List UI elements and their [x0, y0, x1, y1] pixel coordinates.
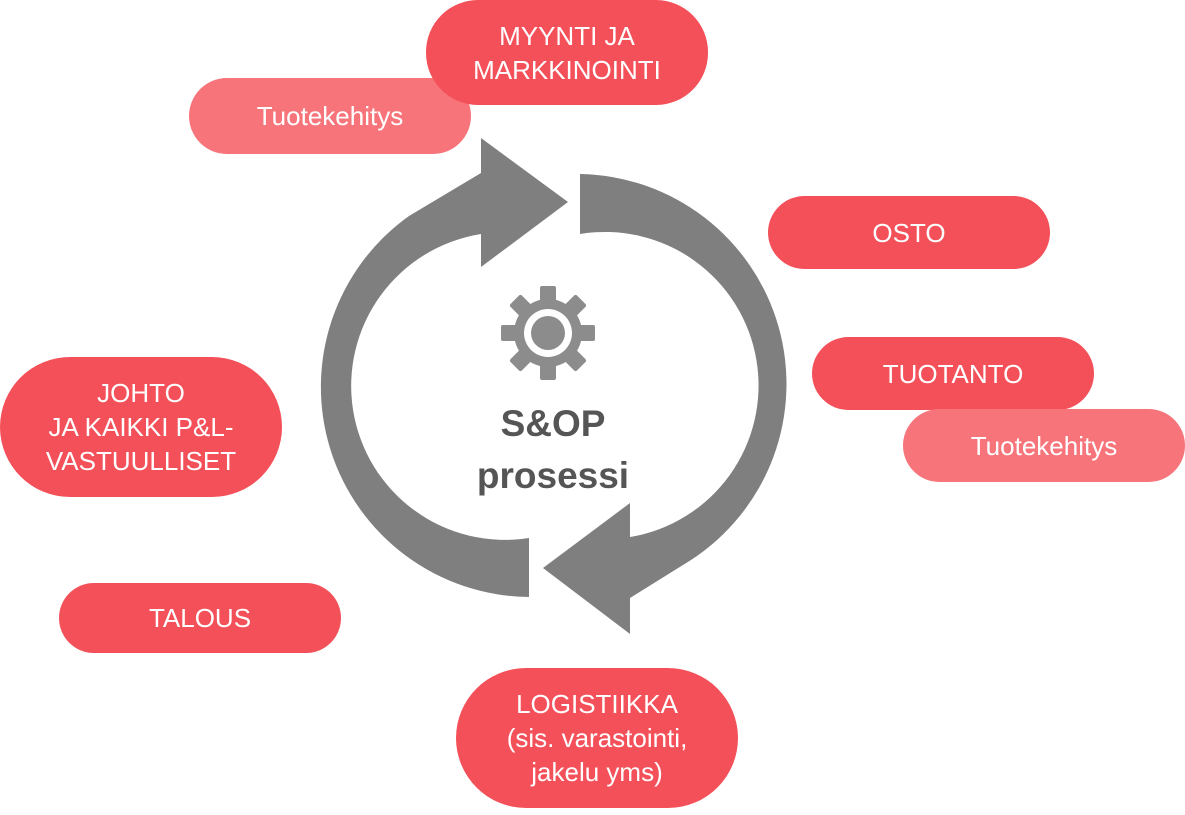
stakeholder-label: Tuotekehitys — [256, 101, 404, 131]
center-title-line1: S&OP — [500, 403, 606, 444]
stakeholder-label: Tuotekehitys — [970, 430, 1118, 461]
stakeholder-myynti-ja-markkinointi: MYYNTI JA MARKKINOINTI — [426, 0, 708, 105]
stakeholder-talous: TALOUS — [59, 583, 341, 653]
stakeholder-label: JA KAIKKI P&L- — [48, 412, 234, 442]
center-title: S&OP prosessi — [443, 398, 663, 502]
lower-right-cycle-arrow — [543, 174, 787, 634]
stakeholder-osto: OSTO — [768, 196, 1050, 269]
stakeholder-label: MARKKINOINTI — [473, 54, 661, 85]
stakeholder-logistiikka: LOGISTIIKKA (sis. varastointi, jakelu ym… — [456, 668, 738, 808]
stakeholder-label: VASTUULLISET — [45, 446, 237, 476]
stakeholder-tuotekehitys-left: Tuotekehitys — [189, 78, 471, 154]
gear-icon — [501, 286, 595, 380]
stakeholder-label: (sis. varastointi, — [506, 723, 688, 753]
stakeholder-label: OSTO — [872, 217, 946, 248]
upper-left-cycle-arrow — [320, 138, 568, 597]
stakeholder-tuotekehitys-right: Tuotekehitys — [903, 409, 1185, 482]
stakeholder-label: jakelu yms) — [531, 757, 663, 787]
stakeholder-johto: JOHTO JA KAIKKI P&L- VASTUULLISET — [0, 357, 282, 497]
stakeholder-label: JOHTO — [97, 378, 185, 408]
stakeholder-tuotanto: TUOTANTO — [812, 337, 1094, 410]
center-title-line2: prosessi — [476, 455, 630, 496]
stakeholder-label: TUOTANTO — [882, 358, 1024, 389]
stakeholder-label: LOGISTIIKKA — [516, 689, 678, 719]
stakeholder-label: TALOUS — [148, 603, 252, 633]
stakeholder-label: MYYNTI JA — [499, 20, 635, 51]
